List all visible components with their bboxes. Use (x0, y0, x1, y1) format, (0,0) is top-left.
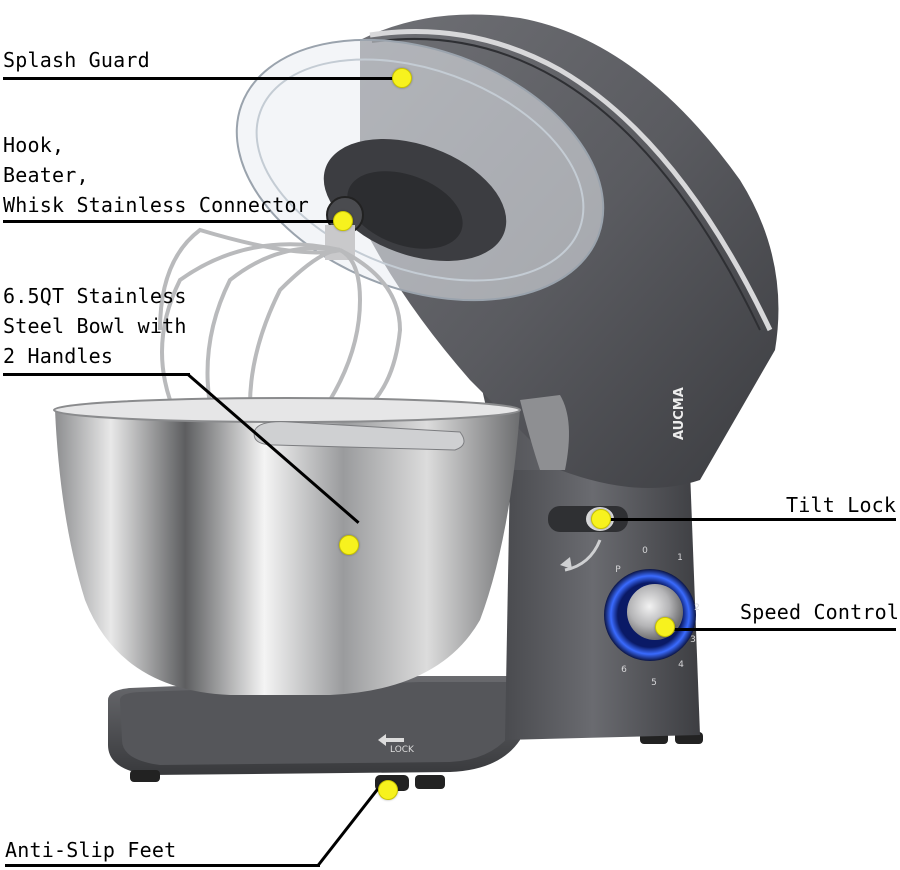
brand-logo: AUCMA (672, 387, 687, 440)
tilt-lock-label: Tilt Lock (786, 493, 897, 517)
connector-label-line2: Beater, (3, 163, 89, 187)
bowl-clamp (520, 395, 569, 470)
dial-number-5: 5 (651, 678, 657, 688)
bowl-leader-horizontal (3, 373, 190, 376)
svg-text:LOCK: LOCK (390, 745, 415, 755)
foot-front-right (415, 775, 445, 789)
tilt-lock-marker (591, 509, 611, 529)
connector-label-line3: Whisk Stainless Connector (3, 193, 310, 217)
dial-number-2: 2 (694, 603, 700, 613)
dial-number-3: 3 (690, 635, 696, 645)
mixing-bowl (53, 397, 521, 695)
anti-slip-feet-leader-horizontal (5, 864, 320, 867)
tilt-lock-leader (604, 518, 896, 521)
splash-guard-leader (3, 77, 395, 80)
bowl-marker (339, 535, 359, 555)
dial-number-4: 4 (678, 660, 684, 670)
foot-left (130, 770, 160, 782)
dial-number-6: 6 (621, 665, 627, 675)
dial-number-0: 0 (642, 546, 648, 556)
anti-slip-feet-label: Anti-Slip Feet (5, 838, 177, 862)
speed-dial-numbers: P 0 1 2 3 4 5 6 (615, 546, 700, 688)
splash-guard-label: Splash Guard (3, 48, 150, 72)
anti-slip-feet-marker (378, 780, 398, 800)
connector-leader (3, 220, 335, 223)
dial-number-1: 1 (677, 553, 683, 563)
splash-guard-marker (392, 68, 412, 88)
speed-control-leader (668, 628, 896, 631)
whisk (158, 227, 403, 407)
speed-control-label: Speed Control (740, 600, 900, 624)
bowl-label-line2: Steel Bowl with (3, 314, 187, 338)
connector-label-line1: Hook, (3, 133, 65, 157)
dial-number-p: P (615, 565, 621, 575)
speed-control-marker (655, 617, 675, 637)
connector-marker (333, 211, 353, 231)
speed-dial: P 0 1 2 3 4 5 6 (604, 546, 700, 688)
bowl-label-line1: 6.5QT Stainless (3, 284, 187, 308)
attachment-hub (323, 138, 507, 262)
bowl-label-line3: 2 Handles (3, 344, 114, 368)
base-lock-marking: LOCK (378, 734, 415, 755)
